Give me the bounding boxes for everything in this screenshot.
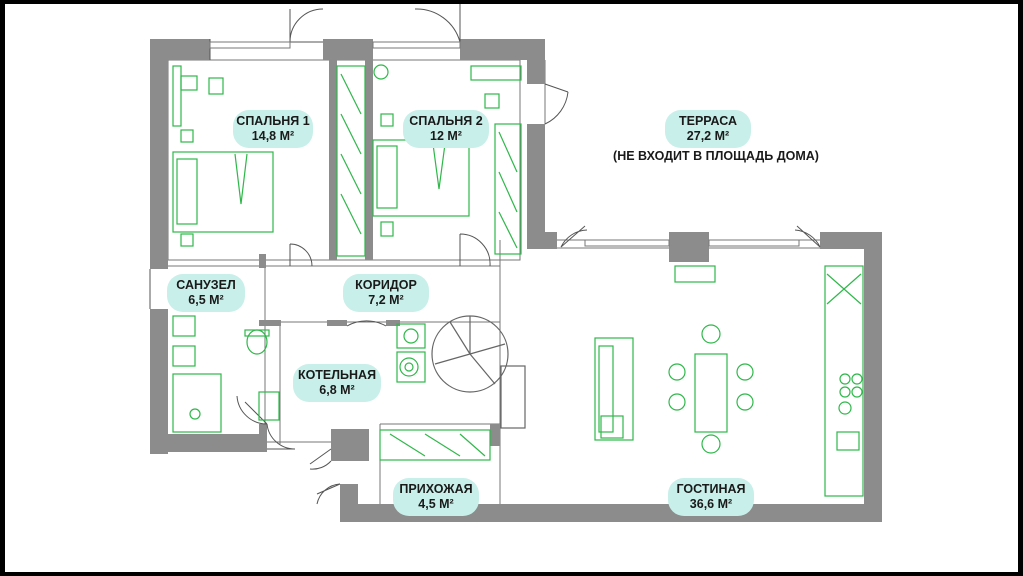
windows [209, 41, 800, 247]
room-area: 36,6 М² [689, 497, 733, 511]
walls [150, 39, 882, 522]
room-name: ГОСТИНАЯ [676, 482, 746, 496]
room-area: 4,5 М² [418, 497, 454, 511]
room-label-terrace: ТЕРРАСА 27,2 М² [665, 110, 751, 148]
room-label-bedroom2: СПАЛЬНЯ 2 12 М² [403, 110, 489, 148]
room-name: КОРИДОР [355, 278, 417, 292]
floor-plan-drawing [149, 4, 882, 522]
room-area: 27,2 М² [686, 129, 730, 143]
room-label-living: ГОСТИНАЯ 36,6 М² [668, 478, 754, 516]
room-label-bedroom1: СПАЛЬНЯ 1 14,8 М² [233, 110, 313, 148]
room-label-hallway: ПРИХОЖАЯ 4,5 М² [393, 478, 479, 516]
terrace-note: (НЕ ВХОДИТ В ПЛОЩАДЬ ДОМА) [613, 149, 819, 163]
room-area: 6,5 М² [188, 293, 224, 307]
room-name: КОТЕЛЬНАЯ [297, 368, 377, 382]
furniture [172, 64, 864, 497]
room-name: САНУЗЕЛ [176, 278, 236, 292]
room-area: 12 М² [430, 129, 462, 143]
room-label-boiler: КОТЕЛЬНАЯ 6,8 М² [293, 364, 381, 402]
doors [149, 4, 821, 505]
room-label-corridor: КОРИДОР 7,2 М² [343, 274, 429, 312]
room-area: 6,8 М² [319, 383, 355, 397]
room-name: СПАЛЬНЯ 1 [236, 114, 310, 128]
room-name: ТЕРРАСА [678, 114, 737, 128]
room-area: 14,8 М² [251, 129, 295, 143]
floor-plan: СПАЛЬНЯ 1 14,8 М² СПАЛЬНЯ 2 12 М² ТЕРРАС… [5, 4, 1018, 572]
room-area: 7,2 М² [368, 293, 404, 307]
room-name: ПРИХОЖАЯ [399, 482, 473, 496]
room-label-bathroom: САНУЗЕЛ 6,5 М² [167, 274, 245, 312]
room-name: СПАЛЬНЯ 2 [409, 114, 483, 128]
